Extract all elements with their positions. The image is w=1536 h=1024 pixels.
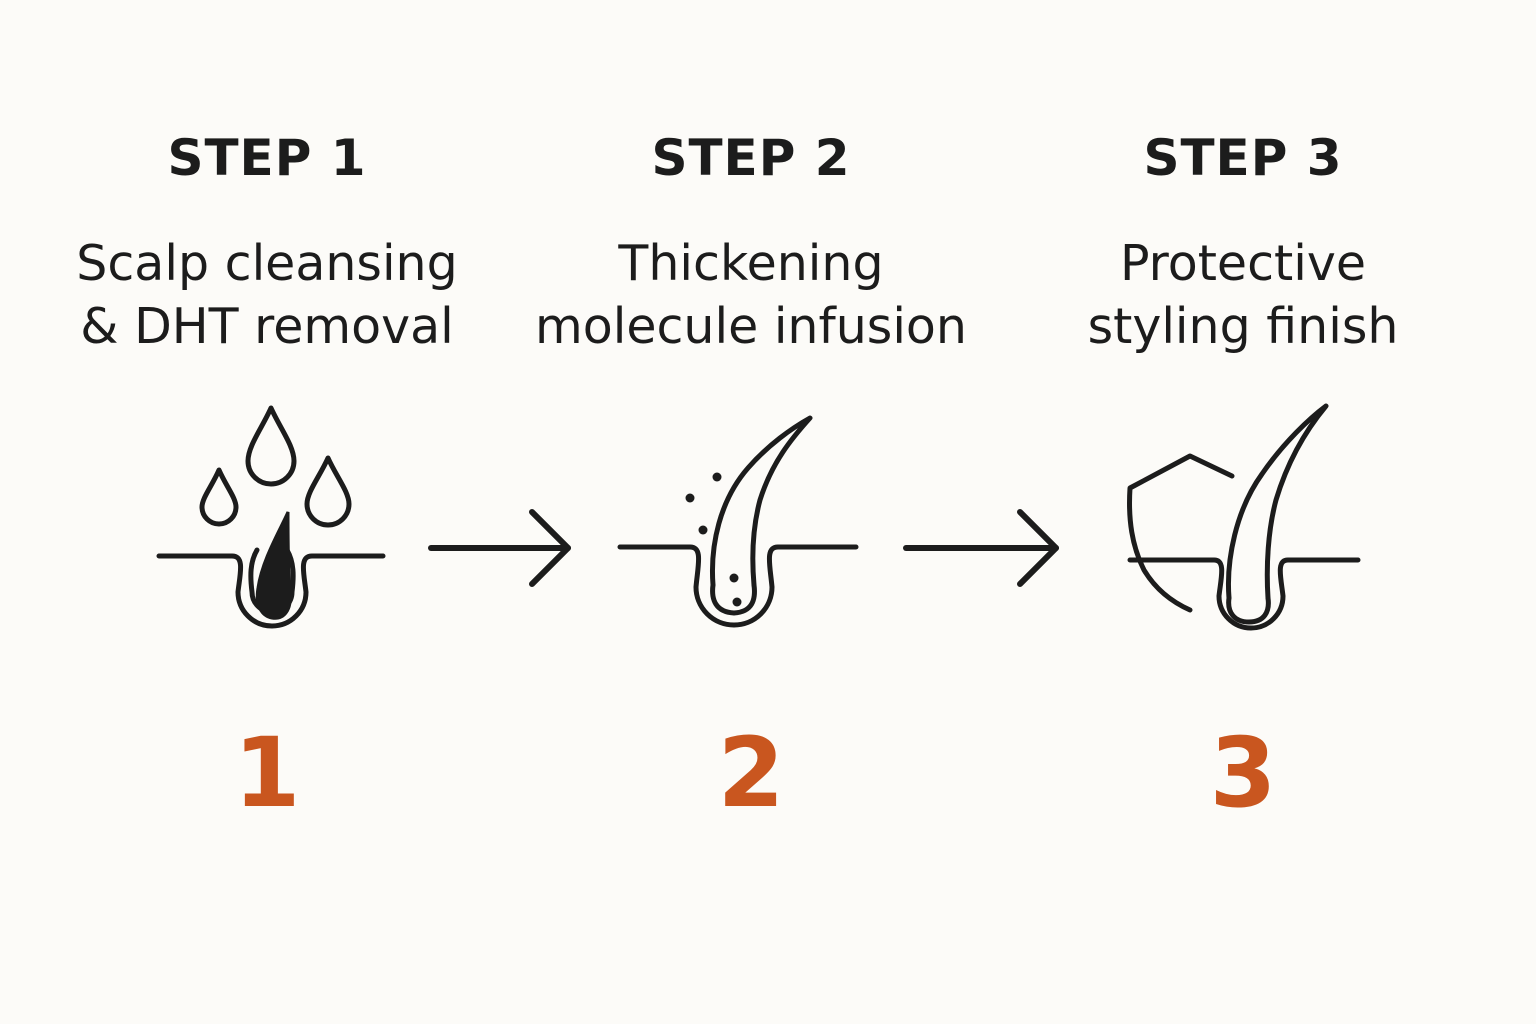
- step-heading: STEP 1: [167, 129, 367, 187]
- step-1: STEP 1 Scalp cleansing & DHT removal 1: [37, 0, 497, 1024]
- step-2: STEP 2 Thickening molecule infusion 2: [521, 0, 981, 1024]
- molecule-dots-icon: [685, 472, 742, 607]
- protective-shield-icon: [1127, 403, 1361, 631]
- step-heading: STEP 2: [651, 129, 851, 187]
- step-description-line: & DHT removal: [80, 298, 454, 355]
- step-heading: STEP 3: [1143, 129, 1343, 187]
- arrow-right-icon: [903, 509, 1059, 587]
- step-number: 3: [1209, 717, 1277, 829]
- step-number: 1: [233, 717, 301, 829]
- step-number: 2: [717, 717, 785, 829]
- step-3: STEP 3 Protective styling finish 3: [1013, 0, 1473, 1024]
- step-description: Scalp cleansing & DHT removal: [37, 232, 497, 358]
- step-description-line: molecule infusion: [535, 298, 967, 355]
- water-drop-icon: [245, 405, 297, 487]
- water-drop-icon: [304, 455, 352, 528]
- step-description-line: Protective: [1119, 235, 1366, 292]
- step-description-line: Thickening: [618, 235, 884, 292]
- hair-infusion-icon: [617, 415, 859, 628]
- filled-drop-icon: [255, 511, 292, 620]
- scalp-line-icon: [156, 553, 386, 629]
- step-description: Protective styling finish: [1013, 232, 1473, 358]
- step-description-line: Scalp cleansing: [76, 235, 458, 292]
- step-description-line: styling finish: [1087, 298, 1399, 355]
- scalp-line-icon: [1127, 557, 1361, 631]
- shield-icon: [1127, 453, 1235, 613]
- step-description: Thickening molecule infusion: [521, 232, 981, 358]
- water-drop-icon: [199, 467, 239, 527]
- scalp-line-icon: [617, 544, 859, 628]
- arrow-right-icon: [428, 509, 571, 587]
